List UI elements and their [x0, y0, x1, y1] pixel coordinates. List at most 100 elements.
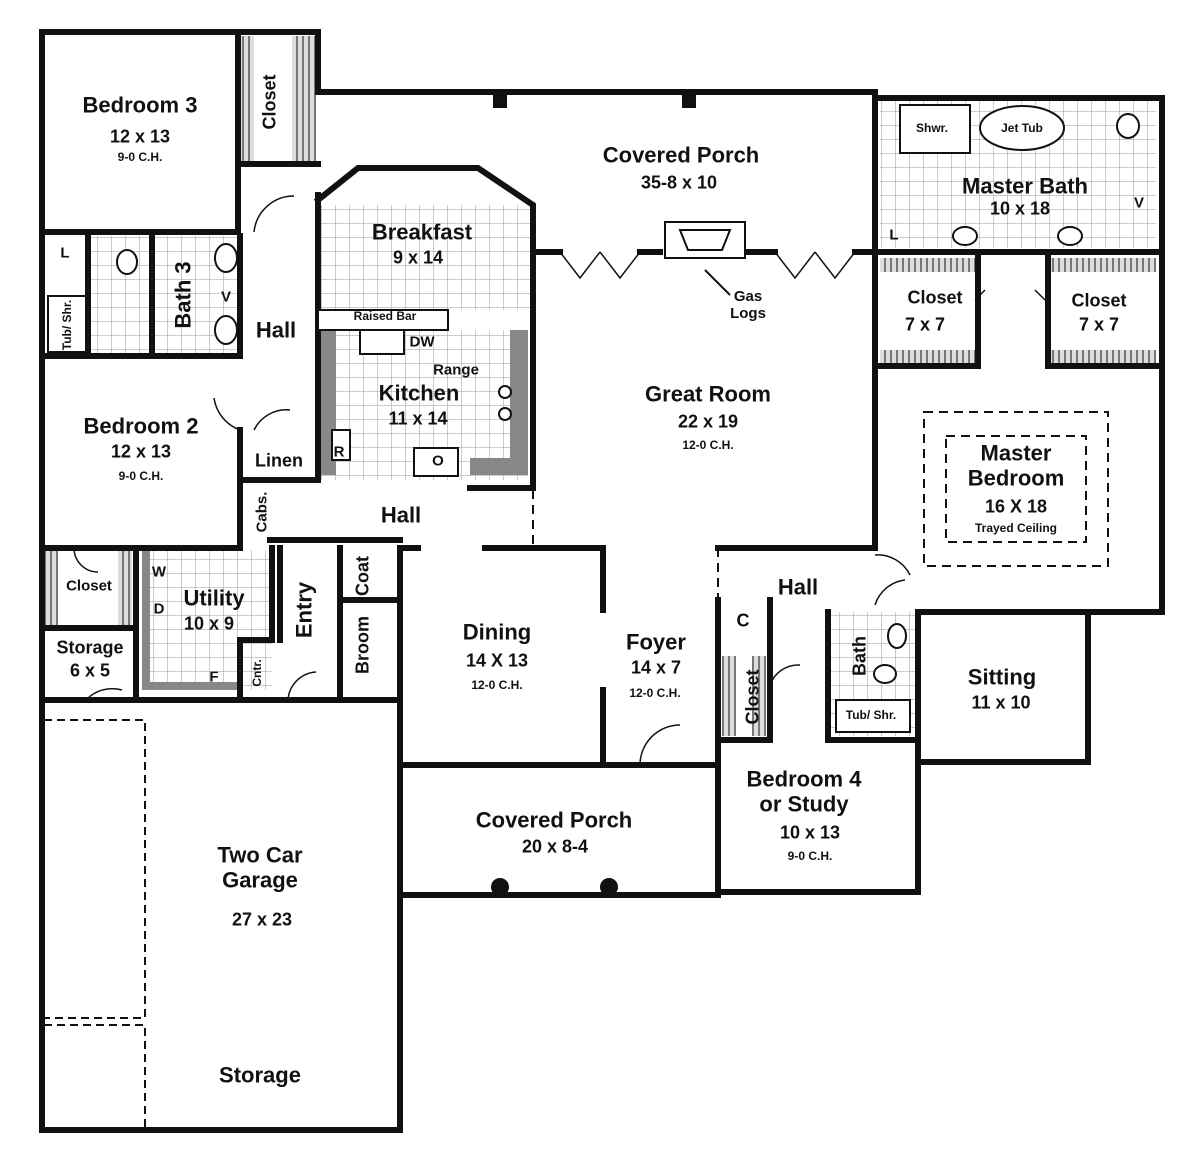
closet-rod [118, 550, 132, 625]
master-bath-size: 10 x 18 [989, 198, 1051, 219]
garage-name: Two Car Garage [217, 842, 303, 893]
storage-small-size: 6 x 5 [69, 660, 111, 681]
bedroom2-size: 12 x 13 [110, 441, 172, 462]
jet-tub [979, 105, 1065, 151]
garage-size: 27 x 23 [231, 909, 293, 930]
bath3-floor [88, 236, 238, 356]
shower [899, 104, 971, 154]
great-room-size: 22 x 19 [677, 411, 739, 432]
covered-porch-rear-size: 35-8 x 10 [640, 172, 718, 193]
dw-label: DW [409, 333, 435, 351]
tray-ceiling-outer [923, 411, 1109, 567]
oven [413, 447, 459, 477]
closet-rod [1050, 258, 1156, 272]
sitting-name: Sitting [967, 664, 1037, 690]
fireplace [664, 221, 746, 259]
porch-column [600, 878, 618, 896]
great-room-name: Great Room [645, 381, 771, 407]
bedroom2-name: Bedroom 2 [83, 413, 199, 439]
closet-b4: Closet [742, 669, 763, 725]
dining-size: 14 X 13 [465, 650, 529, 671]
gas-logs: Gas Logs [730, 287, 766, 322]
tub [835, 699, 911, 733]
utility-floor [142, 550, 272, 690]
counter [142, 550, 150, 690]
breakfast-name: Breakfast [371, 219, 473, 245]
vanity-v-left: V [220, 288, 232, 306]
freezer-label: F [209, 668, 219, 686]
bath3-label: Bath 3 [170, 261, 196, 329]
master-bedroom-note: Trayed Ceiling [974, 521, 1058, 536]
bedroom3-size: 12 x 13 [109, 126, 171, 147]
hall-center: Hall [380, 502, 422, 528]
closet-rod [722, 656, 736, 736]
closet-c: C [736, 610, 750, 631]
covered-porch-front-name: Covered Porch [475, 807, 633, 833]
kitchen-size: 11 x 14 [388, 408, 448, 429]
porch-post [493, 94, 507, 108]
bedroom3-closet: Closet [259, 74, 280, 130]
cabs-label: Cabs. [253, 491, 271, 533]
covered-porch-front-size: 20 x 8-4 [521, 836, 589, 857]
utility-name: Utility [183, 585, 245, 611]
garage-storage: Storage [219, 1062, 301, 1088]
bedroom2-ceiling: 9-0 C.H. [118, 469, 164, 484]
small-bath: Bath [849, 636, 870, 676]
master-bedroom-size: 16 X 18 [984, 496, 1048, 517]
covered-porch-rear-name: Covered Porch [602, 142, 760, 168]
dryer-label: D [153, 600, 165, 618]
bedroom4-ceiling: 9-0 C.H. [787, 849, 833, 864]
broom-closet: Broom [352, 616, 373, 674]
dining-ceiling: 12-0 C.H. [471, 678, 523, 693]
linen-label: Linen [255, 450, 303, 471]
linen-l-left: L [60, 244, 70, 262]
bedroom4-name: Bedroom 4 or Study [746, 766, 862, 817]
porch-post [682, 94, 696, 108]
tub-shr-left: Tub/ Shr. [60, 299, 75, 351]
closet-rod [752, 656, 766, 736]
range-label: Range [433, 361, 479, 379]
closet-rod [880, 258, 978, 272]
foyer-ceiling: 12-0 C.H. [629, 686, 681, 701]
master-closet-left-size: 7 x 7 [904, 314, 946, 335]
counter [142, 682, 238, 690]
breakfast-floor [318, 205, 533, 310]
sink [359, 329, 405, 355]
kitchen-name: Kitchen [378, 380, 460, 406]
master-closet-left-name: Closet [907, 287, 963, 308]
sitting-size: 11 x 10 [971, 692, 1031, 713]
hall-left: Hall [255, 317, 297, 343]
jet-tub-label: Jet Tub [1001, 121, 1043, 136]
linen-l-right: L [889, 226, 899, 244]
dining-name: Dining [462, 619, 532, 645]
foyer-name: Foyer [626, 629, 686, 655]
closet-rod [292, 36, 316, 164]
closet-rod [44, 550, 58, 625]
bedroom3-name: Bedroom 3 [82, 92, 198, 118]
storage-small-name: Storage [56, 637, 124, 658]
tray-ceiling-inner [945, 435, 1087, 543]
porch-column [491, 878, 509, 896]
washer-label: W [151, 563, 167, 581]
raised-bar-label: Raised Bar [353, 309, 417, 324]
great-room-ceiling: 12-0 C.H. [682, 438, 734, 453]
master-closet-right-name: Closet [1071, 290, 1127, 311]
counter-label: Cntr. [250, 659, 265, 687]
counter [470, 330, 528, 475]
tub-shr-right: Tub/ Shr. [845, 708, 897, 723]
refrigerator [331, 429, 351, 461]
entry-label: Entry [291, 581, 317, 639]
bedroom4-size: 10 x 13 [779, 822, 841, 843]
hall-right: Hall [777, 574, 819, 600]
breakfast-size: 9 x 14 [392, 247, 444, 268]
bedroom3-ceiling: 9-0 C.H. [117, 150, 163, 165]
refrigerator-label: R [333, 443, 345, 461]
closet-rod [880, 350, 978, 364]
master-bath-name: Master Bath [962, 173, 1088, 199]
oven-label: O [432, 452, 444, 470]
foyer-size: 14 x 7 [630, 657, 682, 678]
utility-size: 10 x 9 [183, 613, 235, 634]
master-bedroom-name: Master Bedroom [967, 440, 1065, 491]
closet-rod [1050, 350, 1156, 364]
